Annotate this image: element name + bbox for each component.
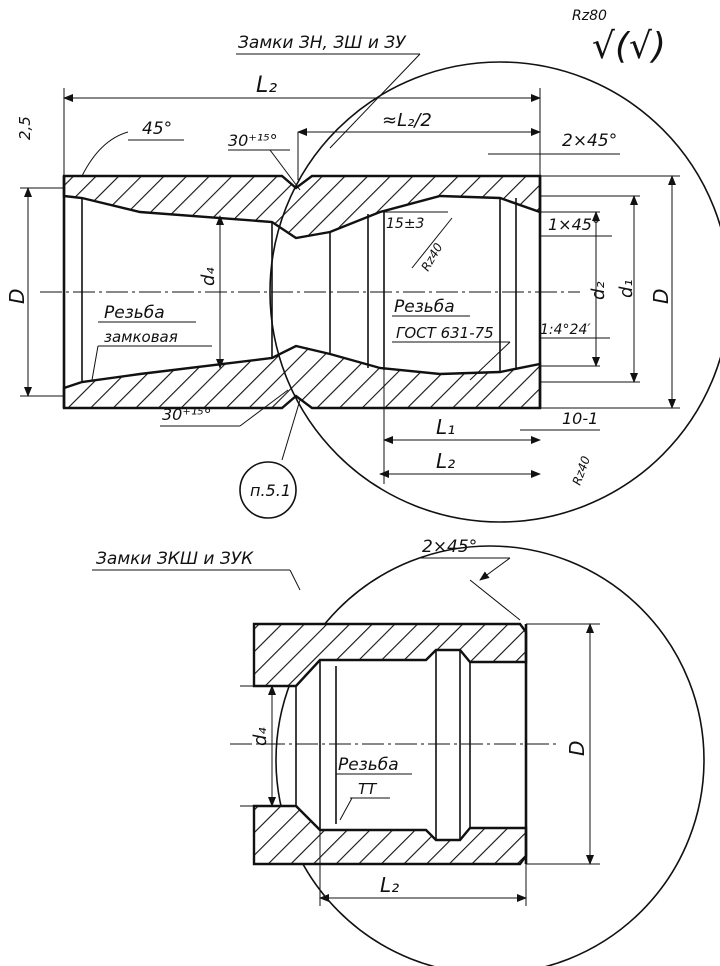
upper-wall-section: [62, 174, 542, 240]
roughness-rz80: Rz80: [572, 8, 607, 24]
half-L2-label: ≈L₂/2: [382, 110, 432, 131]
detail-circle-top: [269, 61, 720, 523]
ref-circle: [239, 461, 297, 519]
chamfer-2x45-top: 2×45°: [562, 131, 617, 151]
bottom-view-title: Замки ЗКШ и ЗУК: [96, 549, 254, 569]
L2-top-label: L₂: [256, 73, 277, 98]
d4-label: d₄: [198, 267, 219, 286]
thread-right-1: Резьба: [394, 297, 455, 317]
angle-45-label: 45°: [142, 119, 172, 139]
detail-lower-section: [252, 804, 528, 866]
taper-label: 1:4°24′: [540, 322, 591, 338]
seat-15x3-label: 15±3: [386, 216, 424, 232]
d2-label: d₂: [588, 281, 609, 300]
chamfer-1x45: 1×45°: [548, 215, 600, 234]
top-view-title: Замки ЗН, ЗШ и ЗУ: [238, 33, 407, 53]
angle-30-top: 30⁺¹⁵°: [228, 131, 278, 150]
rz40-chamfer: Rz40: [418, 240, 445, 273]
angle-45-arc: [81, 131, 129, 177]
detail-upper-section: [252, 622, 528, 688]
leader: [239, 389, 289, 427]
note-leader: [91, 345, 99, 381]
top-view: L₂ ≈L₂/2 2×45° Замки ЗН, ЗШ и ЗУ Rz80 √(…: [5, 8, 720, 523]
thread-detail-2: ТТ: [358, 780, 378, 798]
leader: [269, 149, 301, 191]
lower-wall-section: [62, 344, 542, 410]
thread-right-2: ГОСТ 631-75: [396, 324, 494, 342]
ref-circle-label: п.5.1: [250, 481, 291, 500]
note-leader: [469, 341, 511, 381]
rz40-face: Rz40: [570, 454, 594, 487]
D-right-label: D: [649, 289, 673, 304]
bottom-view: Замки ЗКШ и ЗУК 2×45° d₄ Резьба ТТ: [92, 537, 705, 966]
title-leader: [289, 569, 301, 591]
L2-bottom-label: L₂: [436, 449, 455, 473]
chamfer-2x45-bottom: 2×45°: [422, 537, 477, 557]
dim-25-label: 2,5: [16, 116, 34, 140]
leader: [411, 217, 453, 269]
thread-left-1: Резьба: [104, 303, 165, 323]
tol-10-1: 10-1: [562, 409, 598, 428]
leader: [469, 579, 521, 621]
leader: [479, 557, 511, 581]
detail-circle-bottom: [275, 545, 705, 966]
D-detail-label: D: [565, 741, 589, 756]
d4-detail-label: d₄: [250, 727, 271, 746]
L2-detail-label: L₂: [380, 873, 399, 897]
thread-detail-1: Резьба: [338, 755, 399, 775]
thread-left-2: замковая: [104, 328, 178, 346]
L1-label: L₁: [436, 415, 455, 439]
angle-30-bottom: 30⁺¹⁵°: [162, 405, 212, 424]
note-leader: [339, 797, 353, 821]
title-leader: [329, 53, 421, 149]
ref-leader: [281, 399, 301, 461]
d1-label: d₁: [616, 279, 637, 298]
D-left-label: D: [5, 289, 29, 304]
roughness-symbol: √(√): [592, 26, 666, 67]
